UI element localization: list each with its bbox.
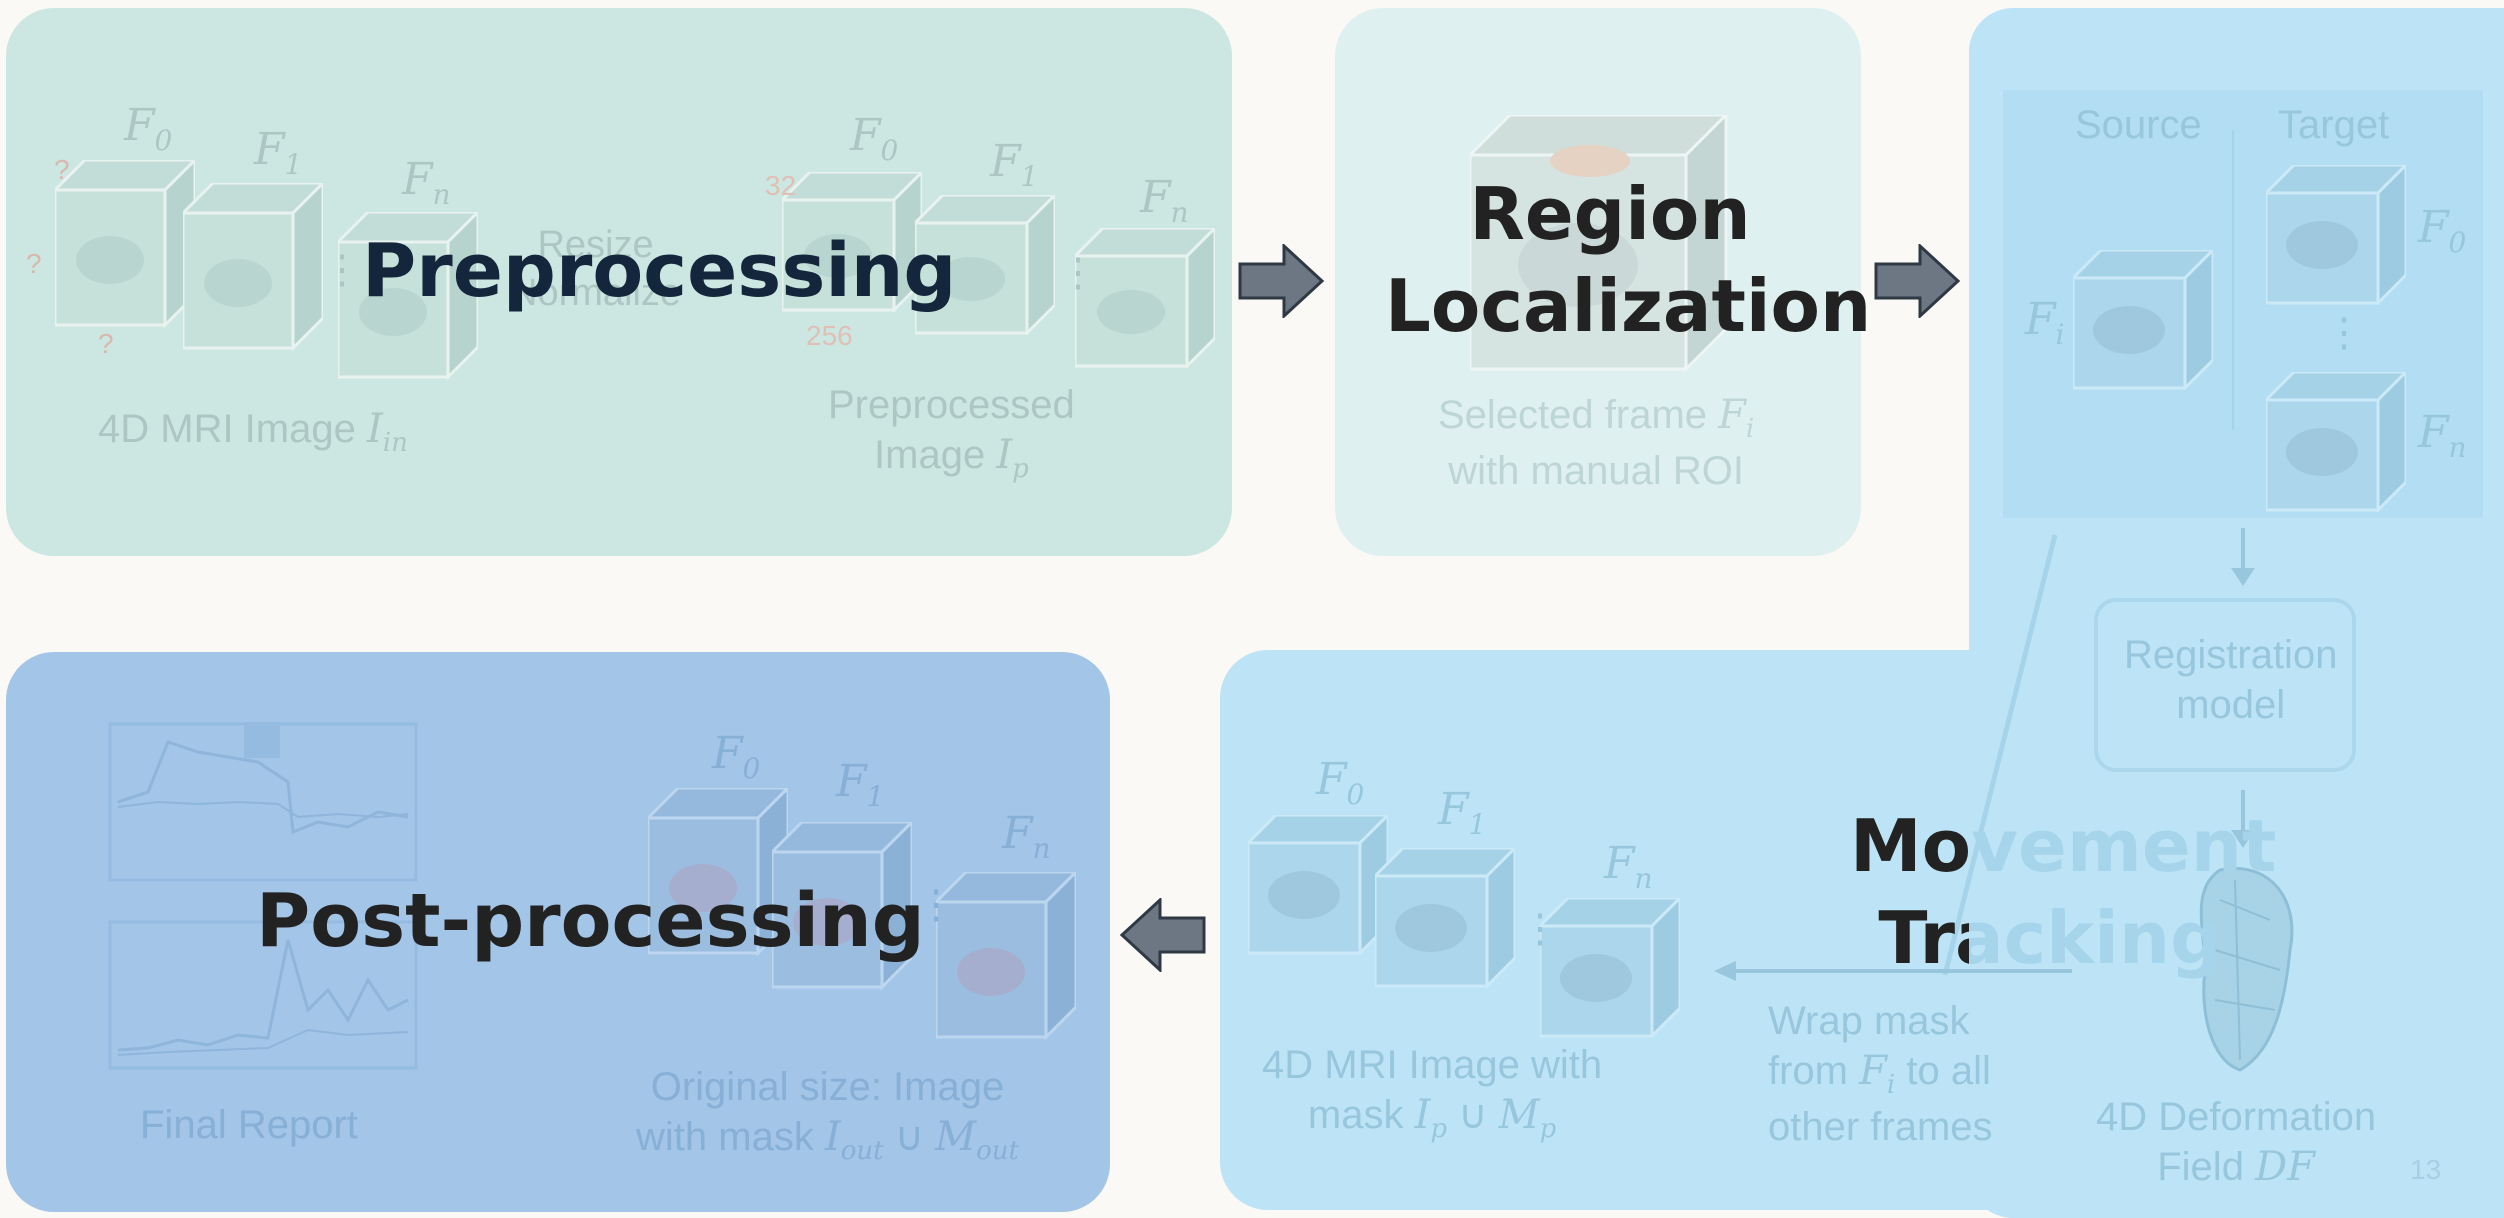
report-plot-top-icon (108, 722, 418, 882)
source-frame-label: Fi (2025, 294, 2065, 351)
movement-tracking-title: MovementTracking (1850, 804, 1969, 980)
frame-ellipsis: ⋮ (322, 248, 362, 292)
frame-label: Fn (1140, 172, 1189, 229)
preprocessed-frame-cube (782, 172, 922, 312)
target-label: Target (2278, 103, 2390, 147)
wrap-mask-arrow (1714, 961, 2072, 981)
frame-label: Fn (402, 154, 451, 211)
frame-ellipsis: ⋮ (1058, 251, 1098, 295)
source-target-divider (2232, 130, 2234, 430)
frame-label: Fn (2418, 407, 2467, 464)
mri-frame-cube (55, 160, 195, 329)
deformation-field-mesh-icon (2199, 867, 2294, 1072)
target-frame-cube (2266, 165, 2406, 305)
frame-label: F0 (124, 100, 173, 157)
output-frame-cube (772, 822, 912, 991)
down-arrow-icon (2231, 790, 2255, 848)
right-arrow-icon (1238, 244, 1325, 318)
frame-ellipsis: ⋮ (916, 883, 956, 927)
page-number: 13 (2410, 1154, 2442, 1185)
report-plot-bottom-icon (108, 920, 418, 1070)
right-arrow-icon (1874, 244, 1961, 318)
frame-label: Fn (1604, 838, 1653, 895)
frame-ellipsis: ⋮ (2324, 311, 2364, 355)
masked-frame-cube (1540, 898, 1680, 1038)
down-arrow-icon (2231, 528, 2255, 586)
unknown-dim-label: ? (54, 154, 70, 185)
source-label: Source (2075, 103, 2202, 147)
dim-256-label: 256 (806, 320, 853, 351)
frame-label: F0 (1316, 754, 1365, 811)
frame-ellipsis: ⋮ (1520, 907, 1560, 951)
mri-frame-cube (338, 212, 478, 381)
left-arrow-icon (1119, 898, 1206, 972)
source-frame-cube (2073, 250, 2213, 390)
frame-label: Fn (1002, 808, 1051, 865)
frame-label: F1 (1438, 784, 1487, 841)
output-frame-cube (936, 872, 1076, 1041)
dim-32-label: 32 (765, 170, 797, 201)
frame-label: F1 (836, 756, 885, 813)
preprocessing-title: Preprocessing (362, 228, 957, 314)
frame-label: F1 (990, 136, 1039, 193)
tracking-title-faded-clip: MovementTracking (1969, 800, 2289, 990)
tracking-title-dark-clip: MovementTracking (1850, 800, 1969, 990)
frame-label: F0 (2418, 202, 2467, 259)
frame-label: F1 (254, 124, 303, 181)
mri-frame-cube (183, 183, 323, 352)
input-caption: 4D MRI Image Iin (98, 406, 408, 458)
unknown-dim-label: ? (98, 328, 114, 359)
post-processing-title: Post-processing (256, 878, 925, 964)
post-processing-panel (6, 652, 1110, 1212)
registration-model-box (2094, 598, 2356, 772)
masked-frame-cube (1248, 815, 1388, 955)
frame-label: F0 (850, 110, 899, 167)
target-frame-cube (2266, 372, 2406, 512)
movement-tracking-title-faded: MovementTracking (1969, 804, 2277, 980)
preprocessed-frame-cube (915, 195, 1055, 335)
frame-label: F0 (712, 728, 761, 785)
final-report-caption: Final Report (140, 1103, 358, 1147)
selected-frame-cube (1470, 115, 1729, 373)
diagonal-connector-line (1942, 534, 2058, 976)
unknown-dim-label: ? (26, 248, 42, 279)
preprocessed-frame-cube (1075, 228, 1215, 368)
masked-frame-cube (1375, 848, 1515, 988)
